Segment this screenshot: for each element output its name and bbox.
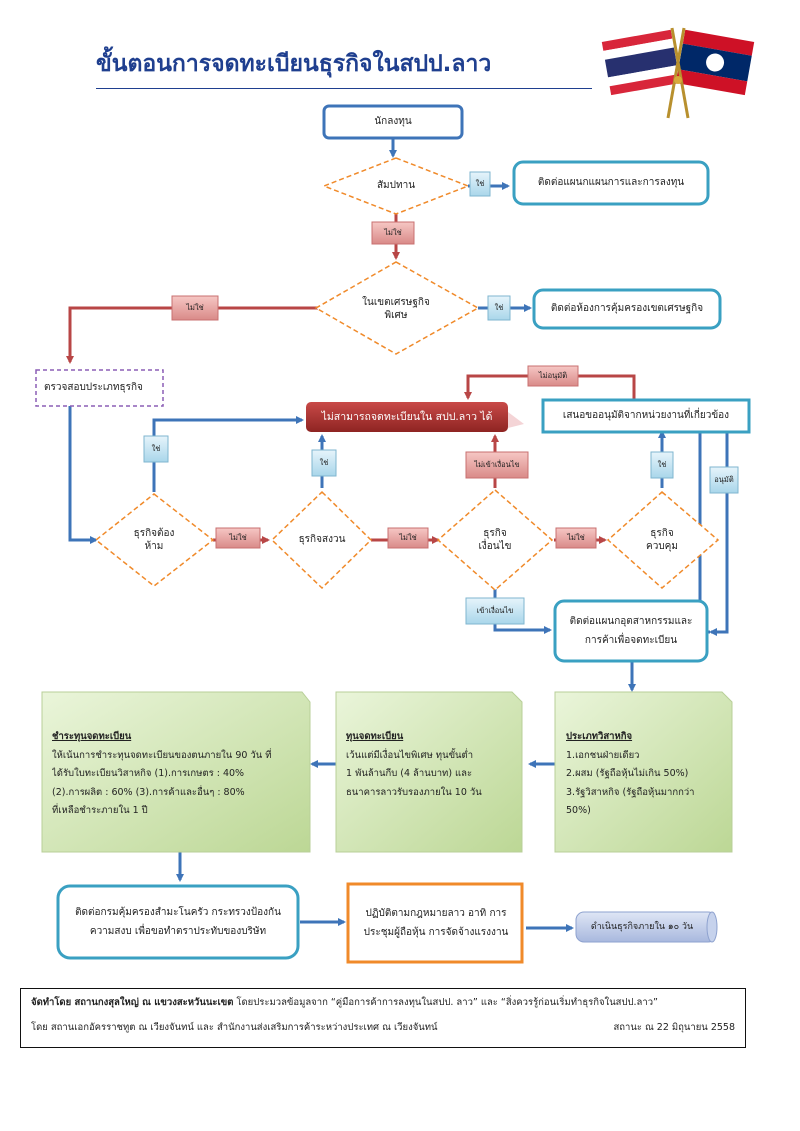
source-footer: จัดทำโดย สถานกงสุลใหญ่ ณ แขวงสะหวันนะเขต… (20, 988, 746, 1048)
no-tag: ไม่ใช่ (384, 228, 402, 237)
approved-tag: อนุมัติ (714, 475, 734, 484)
not-meets-conditions-tag: ไม่เข้าเงื่อนไข (474, 460, 520, 469)
footer-contributors: โดย สถานเอกอัครราชทูต ณ เวียงจันทน์ และ … (31, 1022, 438, 1033)
note-line: 3.รัฐวิสาหกิจ (รัฐถือหุ้นมากกว่า (566, 786, 695, 798)
yes-tag: ใช่ (151, 444, 161, 453)
yes-tag: ใช่ (319, 458, 329, 467)
check-business-type-node: ตรวจสอบประเภทธุรกิจ (44, 382, 143, 394)
title-underline (96, 88, 592, 89)
note-heading: ทุนจดทะเบียน (346, 731, 404, 742)
yes-tag: ใช่ (494, 303, 504, 312)
industry-dept-node: ติดต่อแผนกอุตสาหกรรมและการค้าเพื่อจดทะเบ… (569, 616, 693, 646)
security-ministry-node: ติดต่อกรมคุ้มครองสำมะโนครัว กระทรวงป้องก… (75, 907, 281, 937)
controlled-business-decision: ธุรกิจควบคุม (646, 527, 678, 553)
meets-conditions-tag: เข้าเงื่อนไข (476, 606, 514, 615)
note-line: 1.เอกชนฝ่ายเดียว (566, 749, 640, 761)
footer-date: สถานะ ณ 22 มิถุนายน 2558 (613, 1022, 735, 1033)
no-tag: ไม่ใช่ (567, 533, 585, 542)
note-line: 50%) (566, 805, 591, 817)
note-line: 2.ผสม (รัฐถือหุ้นไม่เกิน 50%) (566, 768, 689, 780)
conditional-business-decision: ธุรกิจเงื่อนไข (478, 527, 512, 553)
note-line: ให้เน้นการชำระทุนจดทะเบียนของตนภายใน 90 … (52, 749, 272, 761)
enterprise-type-note: ประเภทวิสาหกิจ 1.เอกชนฝ่ายเดียว 2.ผสม (ร… (566, 728, 730, 848)
planning-dept-node: ติดต่อแผนกแผนการและการลงทุน (537, 177, 685, 189)
no-tag: ไม่ใช่ (229, 533, 247, 542)
yes-tag: ใช่ (475, 179, 485, 188)
no-tag: ไม่ใช่ (186, 303, 204, 312)
cannot-register-node: ไม่สามารถจดทะเบียนใน สปป.ลาว ได้ (321, 410, 493, 423)
note-line: เว้นแต่มีเงื่อนไขพิเศษ ทุนขั้นต่ำ (346, 749, 474, 761)
note-line: 1 พันล้านกีบ (4 ล้านบาท) และ (346, 768, 473, 780)
note-line: ที่เหลือชำระภายใน 1 ปี (52, 805, 148, 817)
no-tag: ไม่ใช่ (399, 533, 417, 542)
not-approved-tag: ไม่อนุมัติ (538, 371, 568, 380)
sez-decision: ในเขตเศรษฐกิจพิเศษ (362, 296, 430, 322)
capital-payment-note: ชำระทุนจดทะเบียน ให้เน้นการชำระทุนจดทะเบ… (52, 728, 306, 850)
yes-tag: ใช่ (657, 460, 667, 469)
concession-decision: สัมปทาน (376, 180, 416, 192)
reserved-business-decision: ธุรกิจสงวน (298, 534, 346, 546)
sez-office-node: ติดต่อห้องการคุ้มครองเขตเศรษฐกิจ (550, 303, 704, 315)
note-heading: ประเภทวิสาหกิจ (566, 731, 633, 742)
footer-author: จัดทำโดย สถานกงสุลใหญ่ ณ แขวงสะหวันนะเขต (31, 997, 234, 1008)
operate-node: ดำเนินธุรกิจภายใน ๑๐ วัน (590, 921, 694, 932)
note-line: ธนาคารลาวรับรองภายใน 10 วัน (346, 786, 482, 798)
registered-capital-note: ทุนจดทะเบียน เว้นแต่มีเงื่อนไขพิเศษ ทุนข… (346, 728, 518, 838)
footer-sources: โดยประมวลข้อมูลจาก “คู่มือการค้าการลงทุน… (233, 997, 658, 1008)
prohibited-business-decision: ธุรกิจต้องห้าม (133, 527, 175, 553)
page-title: ขั้นตอนการจดทะเบียนธุรกิจในสปป.ลาว (96, 51, 492, 77)
follow-law-node: ปฏิบัติตามกฎหมายลาว อาทิ การประชุมผู้ถือ… (363, 908, 509, 938)
thai-lao-flags-icon (601, 27, 755, 119)
note-heading: ชำระทุนจดทะเบียน (52, 731, 132, 742)
note-line: ได้รับใบทะเบียนวิสาหกิจ (1).การเกษตร : 4… (52, 768, 245, 780)
request-approval-node: เสนอขออนุมัติจากหน่วยงานที่เกี่ยวข้อง (562, 410, 730, 422)
investor-node: นักลงทุน (374, 116, 412, 128)
note-line: (2).การผลิต : 60% (3).การค้าและอื่นๆ : 8… (52, 786, 245, 798)
